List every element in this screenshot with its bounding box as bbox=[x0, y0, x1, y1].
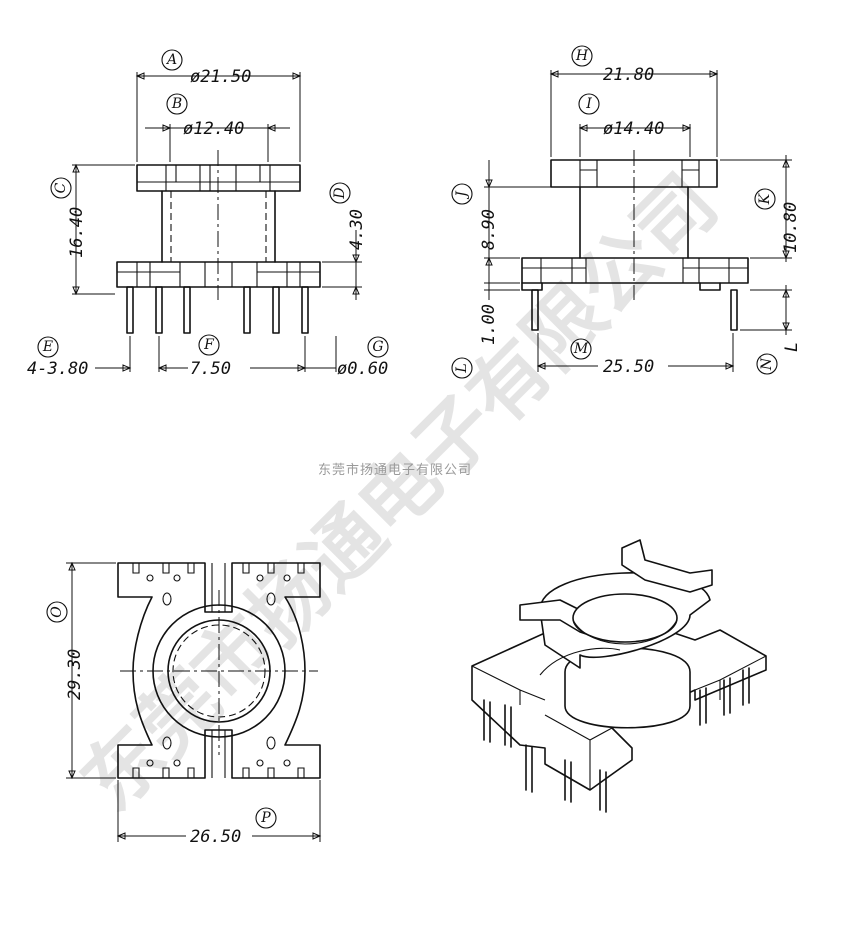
side-dim-n-label: N bbox=[756, 353, 778, 375]
svg-text:J: J bbox=[454, 190, 470, 200]
front-dim-e-label: E bbox=[37, 336, 59, 358]
side-dim-i-label: I bbox=[578, 93, 600, 115]
side-dim-n-value: L bbox=[782, 342, 802, 352]
svg-text:H: H bbox=[575, 48, 589, 64]
svg-text:N: N bbox=[759, 357, 775, 371]
side-dim-j-value: 8.90 bbox=[479, 209, 499, 250]
front-base bbox=[116, 261, 321, 288]
iso-pins bbox=[483, 667, 750, 813]
front-dim-a-value: ø21.50 bbox=[190, 67, 251, 87]
front-dim-d-label: D bbox=[329, 182, 351, 204]
side-dim-k-value: 10.80 bbox=[781, 202, 801, 253]
side-dim-m-value: 25.50 bbox=[603, 357, 654, 377]
svg-text:A: A bbox=[165, 52, 177, 68]
front-dim-d-value: 4.30 bbox=[347, 209, 367, 250]
svg-text:K: K bbox=[757, 192, 773, 205]
side-body bbox=[579, 186, 689, 259]
top-view-holes bbox=[146, 574, 291, 767]
front-dim-b-label: B bbox=[166, 93, 188, 115]
front-dim-f-value: 7.50 bbox=[190, 359, 231, 379]
top-dim-p-label: P bbox=[255, 807, 277, 829]
company-caption: 东莞市扬通电子有限公司 bbox=[318, 462, 472, 478]
iso-body bbox=[564, 647, 691, 729]
top-dim-o-value: 29.30 bbox=[65, 649, 85, 700]
side-dim-h-value: 21.80 bbox=[603, 65, 654, 85]
top-view: O 29.30 P 26.50 bbox=[46, 561, 322, 847]
iso-core-opening bbox=[572, 593, 678, 643]
svg-text:E: E bbox=[42, 339, 53, 355]
front-view: A ø21.50 B ø12.40 C 16.40 D 4.30 bbox=[27, 49, 389, 379]
side-pins bbox=[531, 289, 738, 331]
svg-text:I: I bbox=[585, 96, 592, 112]
side-dim-m-label: M bbox=[570, 338, 592, 360]
side-dim-l-value: 1.00 bbox=[479, 304, 499, 345]
top-dim-o-label: O bbox=[46, 601, 68, 623]
svg-text:F: F bbox=[203, 337, 215, 353]
svg-text:O: O bbox=[49, 606, 65, 618]
isometric-view bbox=[471, 539, 767, 813]
front-dim-g-label: G bbox=[367, 336, 389, 358]
svg-text:G: G bbox=[372, 339, 383, 355]
top-outline bbox=[117, 562, 321, 779]
front-dim-c-label: C bbox=[50, 177, 72, 199]
svg-text:C: C bbox=[53, 182, 69, 193]
svg-text:L: L bbox=[454, 363, 470, 373]
side-dim-i-value: ø14.40 bbox=[603, 119, 664, 139]
front-dim-g-value: ø0.60 bbox=[337, 359, 388, 379]
front-dim-e-value: 4-3.80 bbox=[27, 359, 88, 379]
front-dim-b-value: ø12.40 bbox=[183, 119, 244, 139]
front-dim-a-label: A bbox=[161, 49, 183, 71]
side-dim-k-label: K bbox=[754, 188, 776, 210]
front-body bbox=[161, 190, 276, 263]
side-base bbox=[521, 257, 749, 284]
svg-text:B: B bbox=[171, 96, 182, 112]
svg-text:D: D bbox=[332, 187, 348, 199]
front-dim-c-value: 16.40 bbox=[67, 207, 87, 258]
side-dim-j-label: J bbox=[451, 183, 473, 205]
side-view: H 21.80 I ø14.40 J 8.90 1.00 L K bbox=[451, 45, 802, 379]
svg-text:P: P bbox=[260, 810, 271, 826]
side-dim-h-label: H bbox=[571, 45, 593, 67]
front-pins bbox=[126, 286, 309, 334]
side-dim-l-label: L bbox=[451, 357, 473, 379]
svg-text:M: M bbox=[573, 341, 589, 357]
top-dim-p-value: 26.50 bbox=[190, 827, 241, 847]
front-dim-f-label: F bbox=[198, 334, 220, 356]
